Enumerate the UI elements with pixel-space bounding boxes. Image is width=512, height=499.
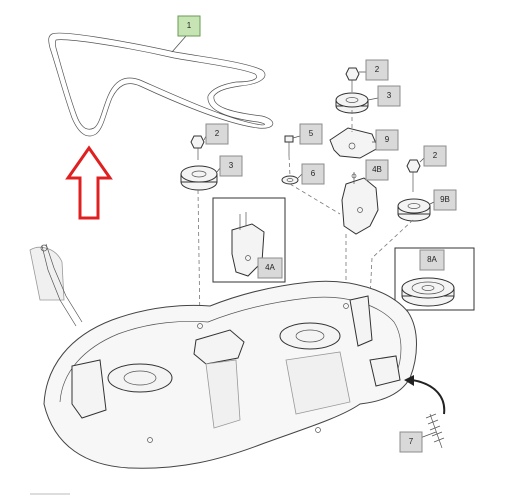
callout-nut-right-label: 2 [433,151,438,160]
callout-idler-top: 3 [367,85,401,107]
callout-inset-8a: 8A [419,249,445,271]
up-arrow-icon [65,145,113,220]
idler-pulley-top [335,92,369,114]
callout-bolt-label: 5 [309,129,314,138]
callout-spring: 7 [399,431,437,453]
callout-belt: 1 [171,15,201,53]
callout-nut-left: 2 [203,123,229,145]
callout-washer-label: 6 [311,169,316,178]
callout-nut-top: 2 [359,59,389,81]
callout-idler-left-label: 3 [229,161,234,170]
washer [281,175,299,185]
callout-bracket-4b: 4B [365,159,389,181]
nut-left [190,135,205,160]
callout-nut-top-label: 2 [375,65,380,74]
bolt [284,135,294,156]
callout-washer: 6 [297,163,325,185]
bracket-arm [329,127,379,159]
idler-pulley-left [180,165,218,191]
callout-inset-4a-label: 4A [265,263,275,272]
callout-spring-label: 7 [409,437,414,446]
curved-arrow-icon [404,375,446,415]
callout-bracket-arm-label: 9 [385,135,390,144]
callout-bracket-arm: 9 [372,129,399,151]
mower-deck [29,243,417,469]
callout-inset-4a: 4A [257,257,283,279]
nut-right [406,159,421,192]
callout-inset-8a-label: 8A [427,255,437,264]
callout-idler-top-label: 3 [387,91,392,100]
callout-bolt: 5 [292,123,323,145]
callout-idler-9b-label: 9B [440,195,450,204]
callout-idler-left: 3 [216,155,243,177]
nut-top [345,67,360,92]
drive-belt [48,32,274,137]
callout-nut-left-label: 2 [215,129,220,138]
bracket-4b [341,172,379,235]
callout-idler-9b: 9B [429,189,457,211]
spring [425,413,445,449]
callout-belt-label: 1 [187,21,192,30]
callout-nut-right: 2 [419,145,447,167]
callout-bracket-4b-label: 4B [372,165,382,174]
idler-pulley-9b [397,198,431,222]
